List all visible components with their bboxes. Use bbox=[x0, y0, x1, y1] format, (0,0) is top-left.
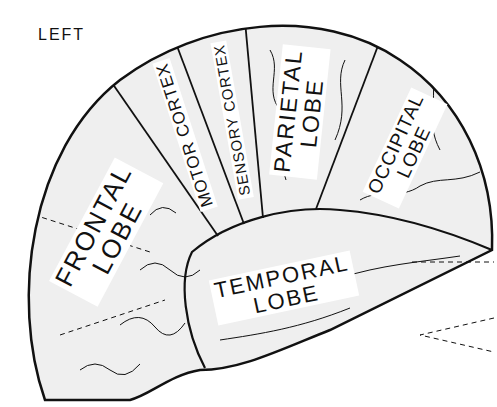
lobe-region: FRONTAL LOBE bbox=[49, 157, 163, 306]
lobe-region: MOTOR CORTEX bbox=[152, 58, 217, 212]
brain-outline bbox=[29, 26, 492, 400]
lobe-region: SENSORY CORTEX bbox=[210, 40, 253, 200]
lobe-region: OCCIPITAL LOBE bbox=[363, 87, 448, 208]
lobe-name: SENSORY CORTEX bbox=[210, 40, 253, 200]
vision-wedge bbox=[420, 318, 494, 352]
lobe-region: TEMPORAL LOBE bbox=[209, 250, 359, 325]
lobe-region: PARIETAL LOBE bbox=[269, 44, 331, 179]
lobe-name: MOTOR CORTEX bbox=[152, 58, 217, 212]
lobe-name: PARIETAL LOBE bbox=[269, 44, 331, 179]
leader-line bbox=[412, 262, 494, 263]
gyrus bbox=[335, 60, 345, 140]
lobe-name: TEMPORAL LOBE bbox=[209, 250, 359, 325]
gyrus bbox=[140, 263, 200, 277]
lobe-name: OCCIPITAL LOBE bbox=[363, 87, 448, 208]
hemisphere-label: LEFT bbox=[38, 26, 85, 44]
gyrus bbox=[120, 317, 185, 335]
gyrus bbox=[150, 207, 176, 215]
temporal-boundary bbox=[185, 209, 492, 368]
lobe-name: FRONTAL LOBE bbox=[49, 157, 163, 306]
gyrus bbox=[80, 364, 140, 375]
dashed-divider bbox=[60, 300, 165, 335]
